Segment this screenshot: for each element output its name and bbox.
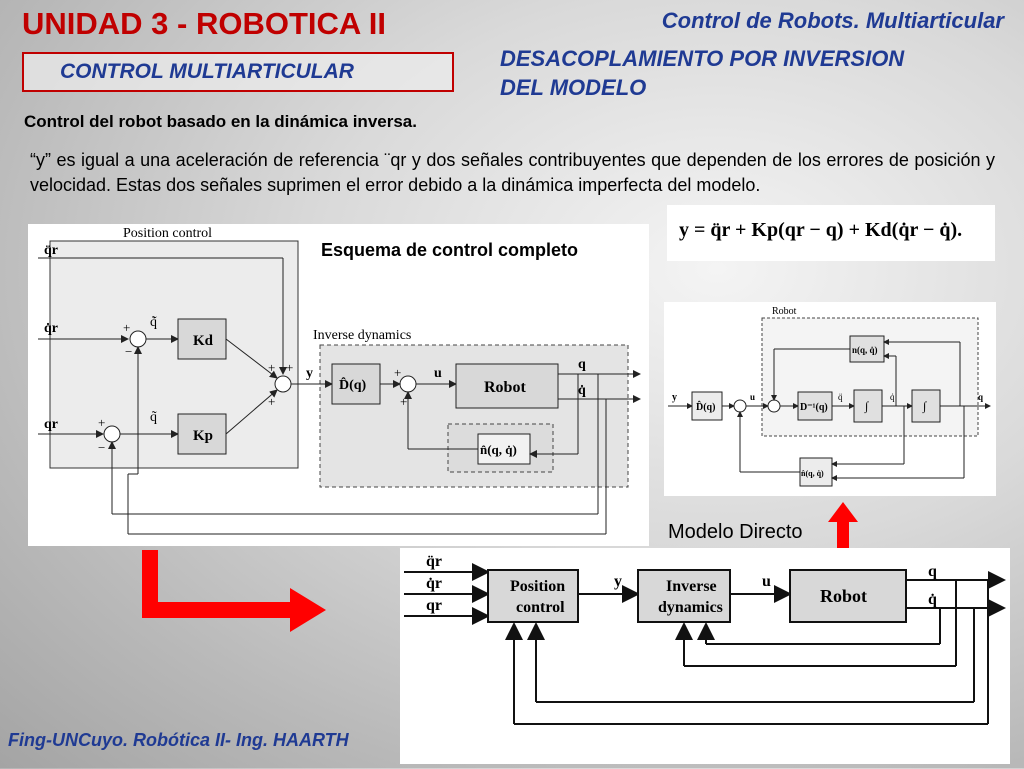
body-paragraph: “y” es igual a una aceleración de refere… xyxy=(30,150,995,195)
position-control-block xyxy=(487,569,579,623)
inverse-dynamics-l2: dynamics xyxy=(658,599,723,616)
topic-title: Control de Robots. Multiarticular xyxy=(661,8,1004,33)
kp-label: Kp xyxy=(193,428,213,444)
sum-q-label: q xyxy=(928,563,937,580)
sign-plus-pos: + xyxy=(98,415,105,430)
input-qr-ddot: q̈r xyxy=(44,243,58,258)
right-q-label: q xyxy=(978,392,983,402)
qdot-mid-label: q̇ xyxy=(890,392,895,402)
sign-minus-vel: − xyxy=(125,344,132,359)
sum-u xyxy=(399,375,417,393)
n-block xyxy=(849,335,885,363)
robot-label: Robot xyxy=(484,379,526,396)
integral-block-2 xyxy=(911,389,941,423)
sum-position xyxy=(103,425,121,443)
dhat-label: D̂(q) xyxy=(339,376,367,393)
sign-plus-y3: + xyxy=(268,394,275,409)
up-arrow-icon xyxy=(828,502,858,554)
sign-plus-y2: + xyxy=(286,360,293,375)
equation-panel: y = q̈r + Kp(qr − q) + Kd(q̇r − q̇). xyxy=(667,205,995,261)
integral-block-1 xyxy=(853,389,883,423)
right-y-label: y xyxy=(672,392,677,403)
section-title-line1: DESACOPLAMIENTO POR INVERSION xyxy=(500,46,905,71)
footer-credit: Fing-UNCuyo. Robótica II- Ing. HAARTH xyxy=(8,730,349,750)
n-label: n(q, q̇) xyxy=(852,345,878,355)
q-out-label: q xyxy=(578,357,586,372)
robot-block xyxy=(455,363,559,409)
qdot-out-label: q̇ xyxy=(578,383,586,398)
nhat-block xyxy=(477,433,531,465)
slide-subtitle: CONTROL MULTIARTICULAR xyxy=(60,60,354,83)
qddot-label: q̈ xyxy=(838,392,843,402)
err-dot-label: q̃̇ xyxy=(150,315,157,330)
dhat-block xyxy=(331,363,381,405)
sign-plus-y1: + xyxy=(268,360,275,375)
dinv-block xyxy=(797,391,833,421)
position-control-l1: Position xyxy=(510,578,565,595)
integral-label-1: ∫ xyxy=(864,399,869,413)
right-nhat-block xyxy=(799,457,833,487)
sum-robot-label: Robot xyxy=(820,586,867,606)
input-qr: qr xyxy=(44,417,58,432)
sum-y xyxy=(274,375,292,393)
sign-plus-vel: + xyxy=(123,320,130,335)
dinv-label: D⁻¹(q) xyxy=(800,402,828,413)
inverse-dynamics-l1: Inverse xyxy=(666,578,717,595)
sum-input-qr: qr xyxy=(426,597,442,614)
position-control-label: Position control xyxy=(123,226,212,241)
sum-velocity xyxy=(129,330,147,348)
sum-y-label: y xyxy=(614,573,622,590)
y-label: y xyxy=(306,366,313,381)
equation-text: y = q̈r + Kp(qr − q) + Kd(q̇r − q̇). xyxy=(679,219,963,241)
sum-u-label: u xyxy=(762,573,771,590)
err-label: q̃ xyxy=(150,410,157,425)
kp-block xyxy=(177,413,227,455)
kd-label: Kd xyxy=(193,333,214,349)
integral-label-2: ∫ xyxy=(922,399,927,413)
block-diagram-summary: q̈r q̇r qr Position control y Inverse dy… xyxy=(400,548,1010,764)
complete-control-svg: Position control Inverse dynamics q̈r q̇… xyxy=(38,226,641,535)
sum-input-qr-dot: q̇r xyxy=(426,575,442,592)
direct-model-svg: Robot y D̂(q) u D⁻¹(q) q̈ ∫ q̇ ∫ q n(q, … xyxy=(668,306,991,487)
direct-model-label: Modelo Directo xyxy=(668,521,803,543)
slide-title: UNIDAD 3 - ROBOTICA II xyxy=(22,6,386,41)
sign-minus-pos: − xyxy=(98,440,105,455)
nhat-label: n̂(q, q̇) xyxy=(480,442,517,457)
sign-plus-u2: + xyxy=(400,394,407,409)
u-label: u xyxy=(434,366,442,381)
sign-plus-u1: + xyxy=(394,365,401,380)
scheme-label: Esquema de control completo xyxy=(319,240,581,261)
inverse-dynamics-block xyxy=(637,569,731,623)
subtitle-box xyxy=(22,52,454,92)
position-control-l2: control xyxy=(516,599,565,616)
direct-model-diagram: Robot y D̂(q) u D⁻¹(q) q̈ ∫ q̇ ∫ q n(q, … xyxy=(664,302,996,496)
complete-control-diagram: Position control Inverse dynamics q̈r q̇… xyxy=(28,224,649,546)
right-dhat-label: D̂(q) xyxy=(696,400,715,413)
right-nhat-label: n̂(q, q̇) xyxy=(801,469,824,478)
right-sum-2 xyxy=(767,399,781,413)
lead-text: Control del robot basado en la dinámica … xyxy=(24,112,417,131)
kd-block xyxy=(177,318,227,360)
input-qr-dot: q̇r xyxy=(44,321,58,336)
summary-svg: q̈r q̇r qr Position control y Inverse dy… xyxy=(404,553,1006,725)
section-title: DESACOPLAMIENTO POR INVERSION DEL MODELO xyxy=(500,44,1000,102)
l-arrow-icon xyxy=(142,550,326,632)
sum-robot-block xyxy=(789,569,907,623)
right-sum-1 xyxy=(733,399,747,413)
right-dhat-block xyxy=(691,391,723,421)
sum-input-qr-ddot: q̈r xyxy=(426,553,442,570)
section-title-line2: DEL MODELO xyxy=(500,75,647,100)
inverse-dynamics-label: Inverse dynamics xyxy=(313,328,411,343)
sum-qdot-label: q̇ xyxy=(928,591,937,608)
robot-region-label: Robot xyxy=(772,306,797,317)
right-u-label: u xyxy=(750,392,755,402)
